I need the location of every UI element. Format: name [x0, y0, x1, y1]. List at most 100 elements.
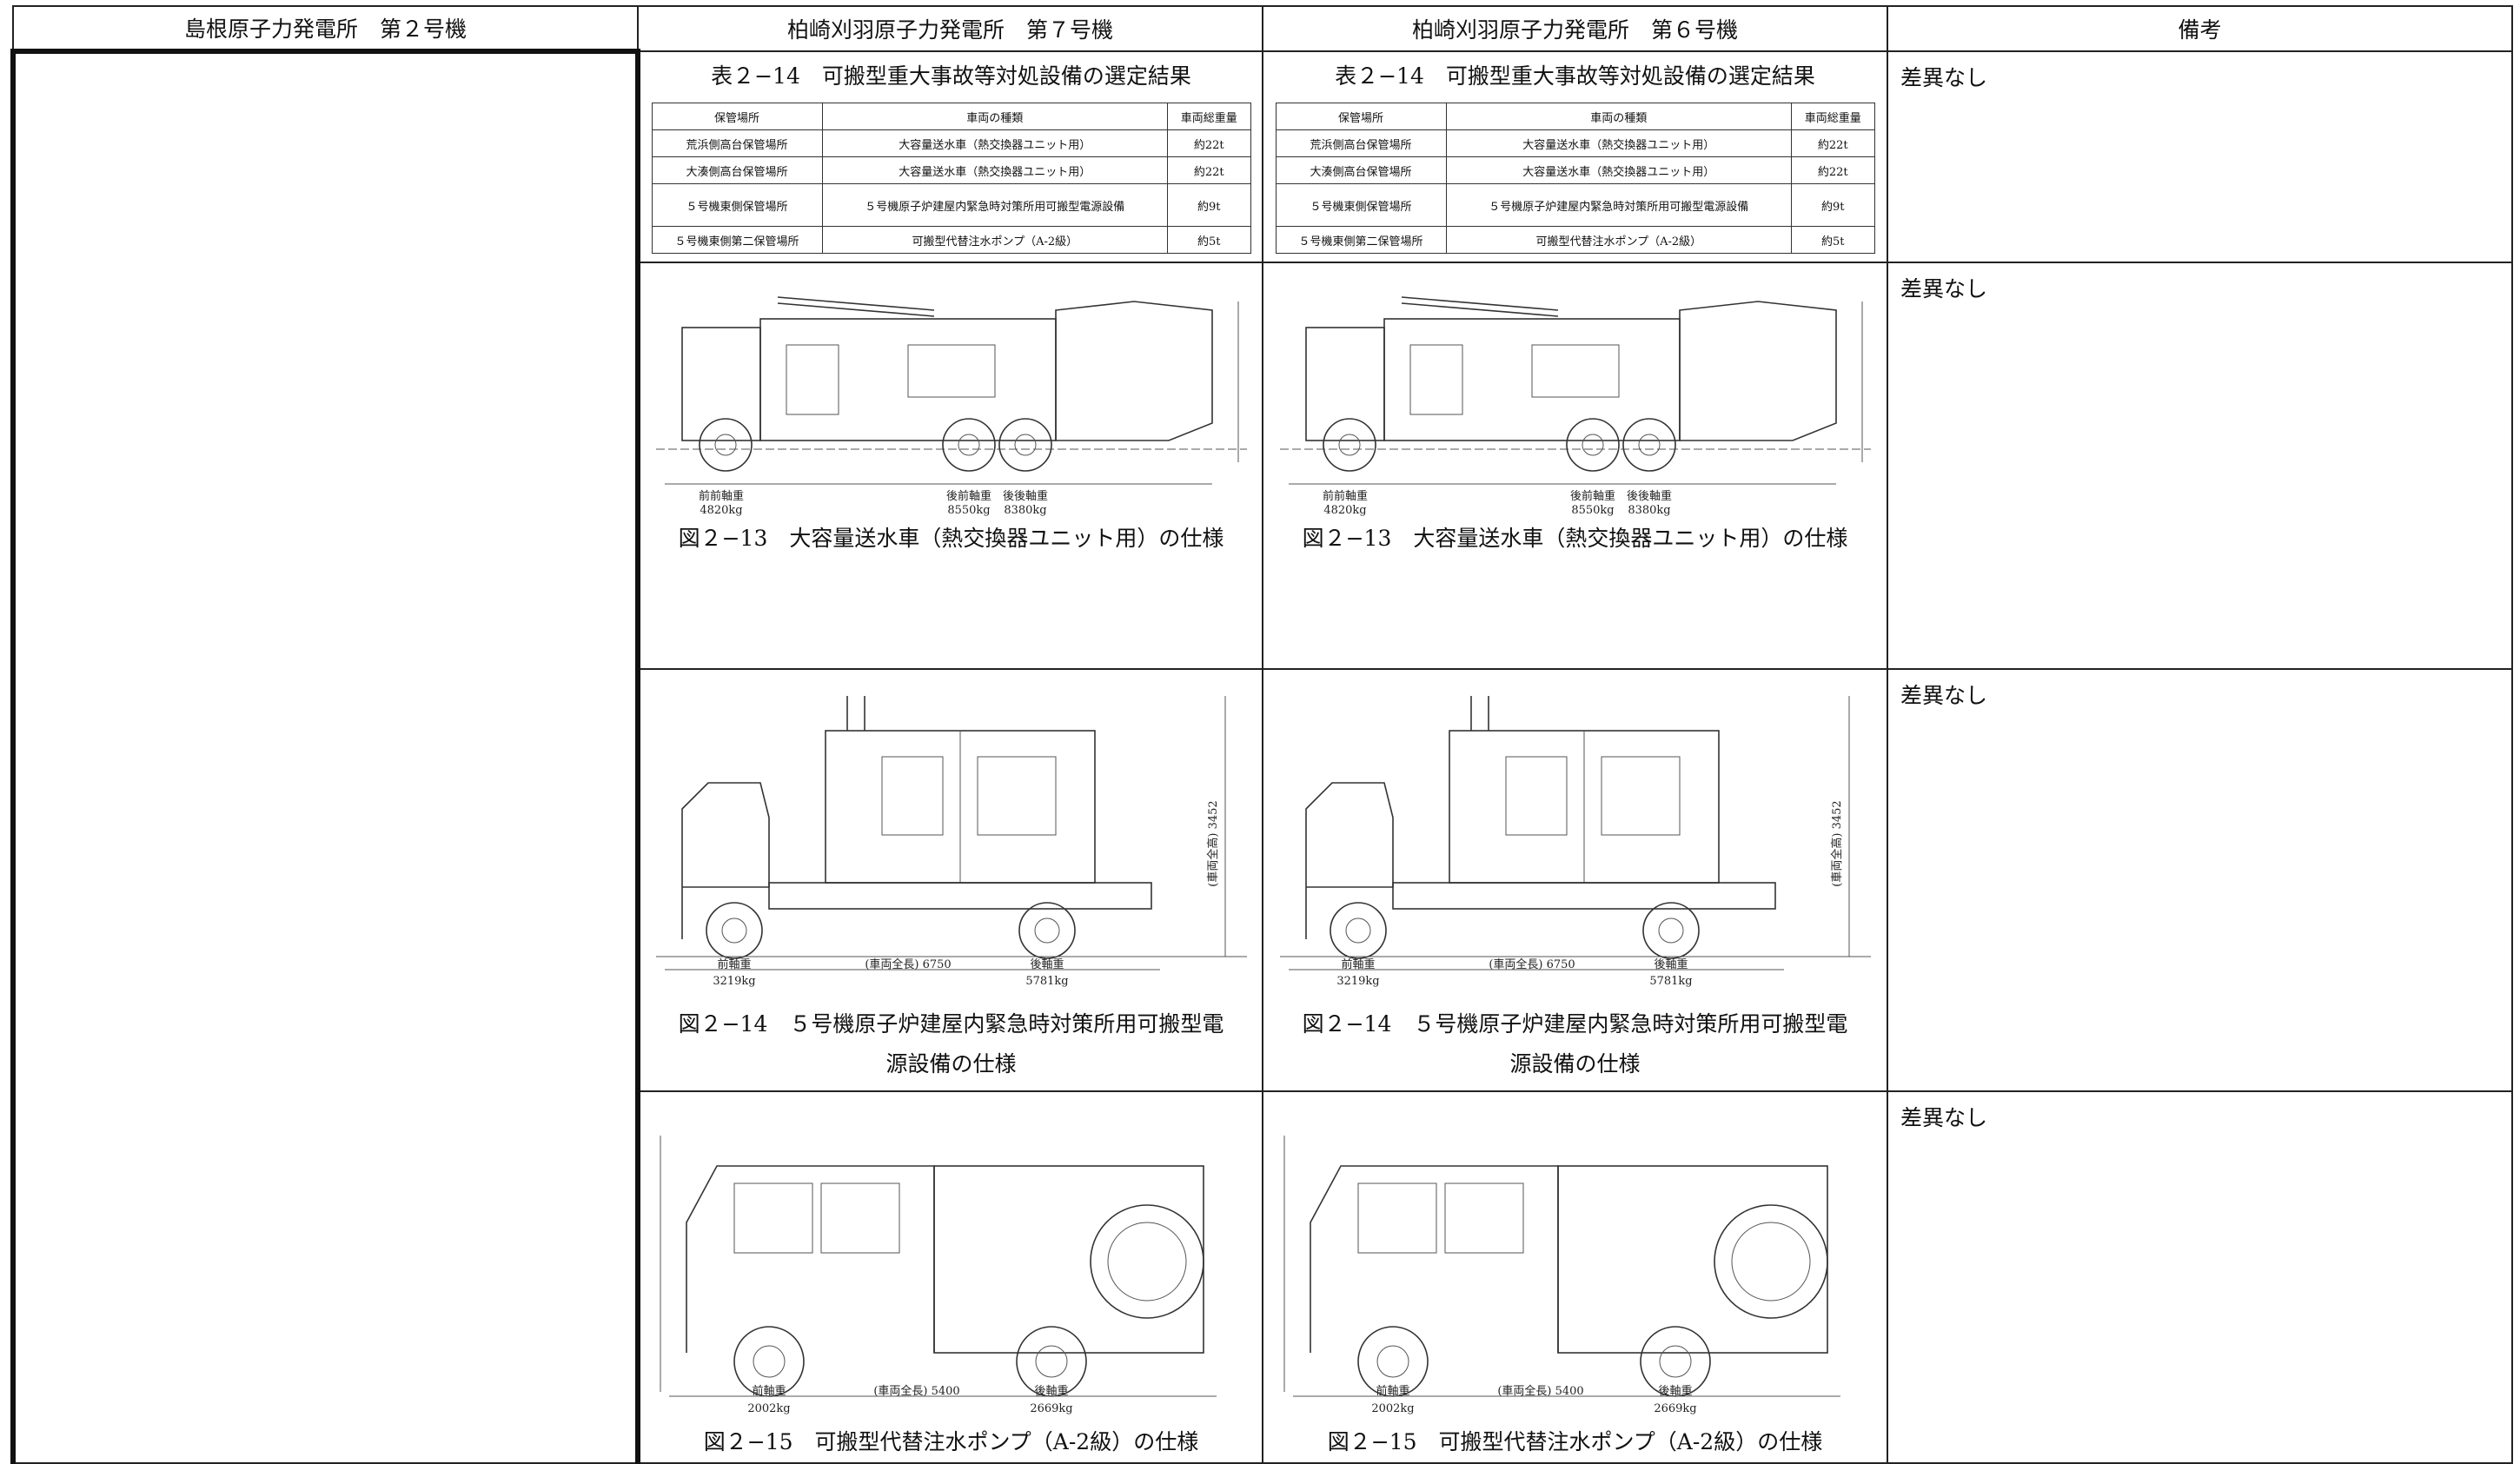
- front-axle-weight: 3219kg: [1336, 975, 1379, 988]
- remark-cell: 差異なし: [1887, 668, 2513, 1092]
- rear-axle-label: 後軸重: [1034, 1384, 1068, 1398]
- pump-truck-drawing: 前軸重 2002kg (車両全長) 5400 後軸重 2669kg: [660, 1136, 1217, 1415]
- length-dimension: (車両全長) 6750: [1489, 957, 1575, 971]
- table-cell: ５号機東側第二保管場所: [651, 226, 823, 254]
- comparison-table: 島根原子力発電所 第２号機 柏崎刈羽原子力発電所 第７号機 柏崎刈羽原子力発電所…: [10, 5, 2513, 1464]
- header-shimane: 島根原子力発電所 第２号機: [12, 5, 639, 52]
- front-axle-weight: 4820kg: [700, 504, 742, 517]
- front-axle-weight: 2002kg: [747, 1402, 790, 1415]
- header-row: 島根原子力発電所 第２号機 柏崎刈羽原子力発電所 第７号機 柏崎刈羽原子力発電所…: [12, 5, 2513, 52]
- rear-axle-weight: 2669kg: [1654, 1402, 1696, 1415]
- height-dimension: (車両全高) 3452: [1206, 800, 1220, 886]
- table-cell: 約5t: [1790, 226, 1875, 254]
- table-cell: ５号機東側保管場所: [651, 183, 823, 227]
- table-cell: 荒浜側高台保管場所: [651, 129, 823, 157]
- remark-text: 差異なし: [1900, 276, 1988, 301]
- figure-caption: 図２−15 可搬型代替注水ポンプ（A-2級）の仕様: [703, 1429, 1199, 1454]
- col-header: 車両総重量: [1166, 103, 1251, 130]
- figure-caption: 図２−15 可搬型代替注水ポンプ（A-2級）の仕様: [1327, 1429, 1823, 1454]
- figure-caption-line1: 図２−14 ５号機原子炉建屋内緊急時対策所用可搬型電: [1302, 1011, 1848, 1037]
- remark-cell: 差異なし: [1887, 262, 2513, 670]
- figure-caption-line2: 源設備の仕様: [885, 1051, 1017, 1076]
- generator-truck-drawing: (車両全高) 3452 前軸重 3219kg (車両全長) 6750 後軸重 5…: [1279, 696, 1871, 988]
- length-dimension: (車両全長) 5400: [1497, 1384, 1583, 1398]
- rear-axle-weight: 2669kg: [1030, 1402, 1072, 1415]
- vehicle-table: 保管場所車両の種類車両総重量 荒浜側高台保管場所大容量送水車（熱交換器ユニット用…: [1275, 103, 1875, 254]
- rear-rear-axle-label: 後後軸重: [1626, 489, 1671, 503]
- figure-caption: 図２−13 大容量送水車（熱交換器ユニット用）の仕様: [678, 526, 1224, 551]
- remark-cell: 差異なし: [1887, 50, 2513, 263]
- kk6-fig-2-15: 前軸重 2002kg (車両全長) 5400 後軸重 2669kg 図２−15 …: [1262, 1090, 1888, 1464]
- row-fig-2-14: (車両全高) 3452 前軸重 3219kg (車両全長) 6750 後軸重 5…: [13, 668, 2513, 1092]
- kk6-table-cell: 表２−14 可搬型重大事故等対処設備の選定結果 保管場所車両の種類車両総重量 荒…: [1262, 50, 1888, 263]
- row-table-2-14: 表２−14 可搬型重大事故等対処設備の選定結果 保管場所車両の種類車両総重量 荒…: [10, 49, 2513, 1464]
- figure-caption-line1: 図２−14 ５号機原子炉建屋内緊急時対策所用可搬型電: [678, 1011, 1224, 1037]
- col-header: 車両の種類: [1445, 103, 1792, 130]
- water-truck-drawing: 前前軸重 4820kg 後前軸重 8550kg 後後軸重 8380kg: [1279, 296, 1871, 517]
- table-cell: 可搬型代替注水ポンプ（A-2級）: [821, 226, 1168, 254]
- vehicle-table: 保管場所車両の種類車両総重量 荒浜側高台保管場所大容量送水車（熱交換器ユニット用…: [651, 103, 1251, 254]
- length-dimension: (車両全長) 6750: [865, 957, 951, 971]
- table-cell: 可搬型代替注水ポンプ（A-2級）: [1445, 226, 1792, 254]
- rear-rear-axle-weight: 8380kg: [1004, 504, 1046, 517]
- rear-rear-axle-weight: 8380kg: [1628, 504, 1670, 517]
- height-dimension: (車両全高) 3452: [1830, 800, 1844, 886]
- kk6-fig-2-14: (車両全高) 3452 前軸重 3219kg (車両全長) 6750 後軸重 5…: [1262, 668, 1888, 1092]
- rear-front-axle-label: 後前軸重: [1569, 489, 1615, 503]
- col-header: 車両総重量: [1790, 103, 1875, 130]
- remark-text: 差異なし: [1900, 65, 1988, 90]
- length-dimension: (車両全長) 5400: [873, 1384, 959, 1398]
- front-axle-weight: 3219kg: [713, 975, 755, 988]
- rear-front-axle-weight: 8550kg: [947, 504, 990, 517]
- table-cell: ５号機原子炉建屋内緊急時対策所用可搬型電源設備: [1445, 183, 1792, 227]
- front-axle-weight: 2002kg: [1371, 1402, 1414, 1415]
- table-cell: 約22t: [1166, 156, 1251, 184]
- kk7-fig-2-15: 前軸重 2002kg (車両全長) 5400 後軸重 2669kg 図２−15 …: [637, 1090, 1263, 1464]
- table-cell: 荒浜側高台保管場所: [1275, 129, 1447, 157]
- water-truck-drawing: 前前軸重 4820kg 後前軸重 8550kg 後後軸重 8380kg: [655, 296, 1247, 517]
- shimane-column-empty: [10, 49, 640, 1464]
- table-cell: 約9t: [1790, 183, 1875, 227]
- table-cell: 大湊側高台保管場所: [651, 156, 823, 184]
- col-header: 保管場所: [1275, 103, 1447, 130]
- table-cell: 約22t: [1790, 129, 1875, 157]
- row-fig-2-13: 前前軸重 4820kg 後前軸重 8550kg 後後軸重 8380kg 図２−1…: [13, 262, 2513, 670]
- front-axle-label: 前軸重: [717, 957, 751, 971]
- table-cell: ５号機東側保管場所: [1275, 183, 1447, 227]
- table-cell: 約22t: [1790, 156, 1875, 184]
- header-kk7: 柏崎刈羽原子力発電所 第７号機: [637, 5, 1263, 52]
- header-remarks: 備考: [1887, 5, 2513, 52]
- table-cell: 大容量送水車（熱交換器ユニット用）: [821, 129, 1168, 157]
- col-header: 保管場所: [651, 103, 823, 130]
- kk6-fig-2-13: 前前軸重 4820kg 後前軸重 8550kg 後後軸重 8380kg 図２−1…: [1262, 262, 1888, 670]
- kk7-fig-2-14: (車両全高) 3452 前軸重 3219kg (車両全長) 6750 後軸重 5…: [637, 668, 1263, 1092]
- rear-front-axle-weight: 8550kg: [1571, 504, 1614, 517]
- table-cell: 大容量送水車（熱交換器ユニット用）: [1445, 156, 1792, 184]
- table-cell: 大容量送水車（熱交換器ユニット用）: [821, 156, 1168, 184]
- kk7-table-cell: 表２−14 可搬型重大事故等対処設備の選定結果 保管場所車両の種類車両総重量 荒…: [637, 50, 1263, 263]
- front-axle-label: 前軸重: [752, 1384, 786, 1398]
- front-axle-weight: 4820kg: [1323, 504, 1366, 517]
- front-axle-label: 前前軸重: [1322, 489, 1367, 503]
- table-title: 表２−14 可搬型重大事故等対処設備の選定結果: [1335, 63, 1815, 89]
- front-axle-label: 前前軸重: [698, 489, 743, 503]
- remark-text: 差異なし: [1900, 1105, 1988, 1130]
- rear-axle-weight: 5781kg: [1025, 975, 1068, 988]
- table-title: 表２−14 可搬型重大事故等対処設備の選定結果: [711, 63, 1191, 89]
- table-cell: ５号機原子炉建屋内緊急時対策所用可搬型電源設備: [821, 183, 1168, 227]
- rear-rear-axle-label: 後後軸重: [1002, 489, 1047, 503]
- front-axle-label: 前軸重: [1341, 957, 1375, 971]
- front-axle-label: 前軸重: [1376, 1384, 1409, 1398]
- table-cell: 約9t: [1166, 183, 1251, 227]
- rear-axle-label: 後軸重: [1030, 957, 1064, 971]
- col-header: 車両の種類: [821, 103, 1168, 130]
- rear-axle-weight: 5781kg: [1649, 975, 1692, 988]
- table-cell: 約5t: [1166, 226, 1251, 254]
- remark-cell: 差異なし: [1887, 1090, 2513, 1464]
- table-cell: 大湊側高台保管場所: [1275, 156, 1447, 184]
- rear-axle-label: 後軸重: [1654, 957, 1688, 971]
- rear-axle-label: 後軸重: [1658, 1384, 1692, 1398]
- row-fig-2-15: 前軸重 2002kg (車両全長) 5400 後軸重 2669kg 図２−15 …: [13, 1090, 2513, 1464]
- generator-truck-drawing: (車両全高) 3452 前軸重 3219kg (車両全長) 6750 後軸重 5…: [655, 696, 1247, 988]
- header-kk6: 柏崎刈羽原子力発電所 第６号機: [1262, 5, 1888, 52]
